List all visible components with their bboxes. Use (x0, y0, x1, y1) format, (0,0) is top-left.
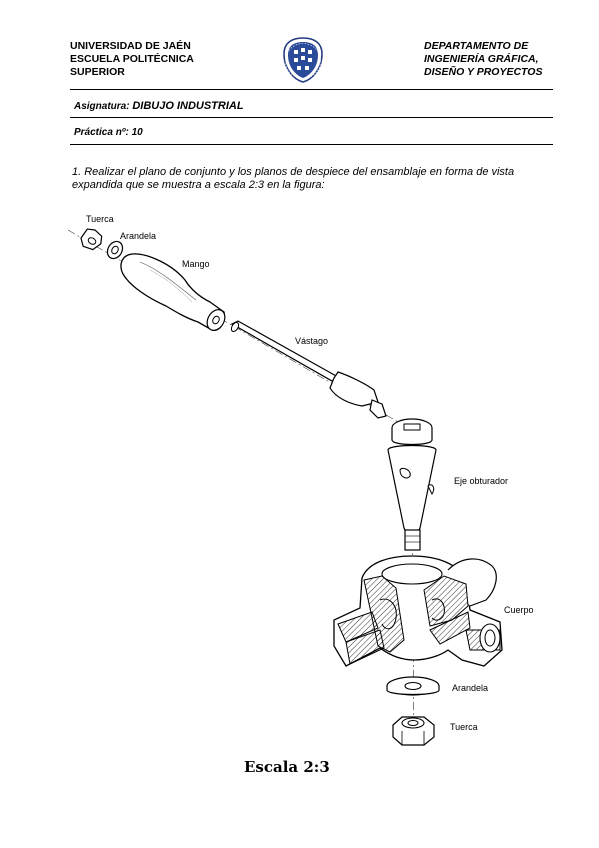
university-seal-logo (283, 37, 323, 83)
label-arandela-bottom: Arandela (452, 683, 488, 693)
subject-rule (70, 117, 553, 118)
scale-caption: Escala 2:3 (244, 758, 330, 776)
practice-label: Práctica nº: (74, 127, 129, 138)
practice-value: 10 (131, 127, 143, 138)
subject-line: Asignatura: DIBUJO INDUSTRIAL (74, 100, 244, 112)
university-name: UNIVERSIDAD DE JAÉN ESCUELA POLITÉCNICA … (70, 40, 194, 79)
label-tuerca-top: Tuerca (86, 214, 114, 224)
university-line-1: UNIVERSIDAD DE JAÉN (70, 40, 191, 52)
handle-mango (120, 253, 226, 331)
label-eje-obturador: Eje obturador (454, 476, 508, 486)
practice-line: Práctica nº: 10 (74, 127, 143, 138)
bottom-washer (386, 676, 440, 696)
label-arandela-top: Arandela (120, 231, 156, 241)
top-nut (80, 228, 103, 251)
exploded-assembly-drawing: Tuerca Arandela Mango Vástago Eje obtura… (67, 214, 534, 746)
subject-label: Asignatura: (74, 101, 130, 112)
label-vastago: Vástago (295, 336, 328, 346)
stem-vastago (230, 320, 387, 419)
department-name: DEPARTAMENTO DE INGENIERÍA GRÁFICA, DISE… (424, 40, 550, 79)
top-washer (106, 240, 124, 260)
bottom-nut (392, 716, 435, 746)
label-tuerca-bottom: Tuerca (450, 722, 478, 732)
department-line-1: DEPARTAMENTO DE (424, 40, 529, 52)
label-cuerpo: Cuerpo (504, 605, 534, 615)
task-statement: 1. Realizar el plano de conjunto y los p… (72, 166, 515, 191)
university-line-2: ESCUELA POLITÉCNICA (70, 53, 194, 65)
department-line-3: DISEÑO Y PROYECTOS (424, 66, 543, 78)
label-mango: Mango (182, 259, 210, 269)
header-rule (70, 89, 553, 90)
shutter-shaft (387, 418, 437, 551)
university-line-3: SUPERIOR (70, 66, 125, 78)
subject-value: DIBUJO INDUSTRIAL (132, 100, 244, 112)
valve-body-cuerpo (333, 555, 503, 667)
practice-rule (70, 144, 553, 145)
department-line-2: INGENIERÍA GRÁFICA, (424, 53, 539, 65)
